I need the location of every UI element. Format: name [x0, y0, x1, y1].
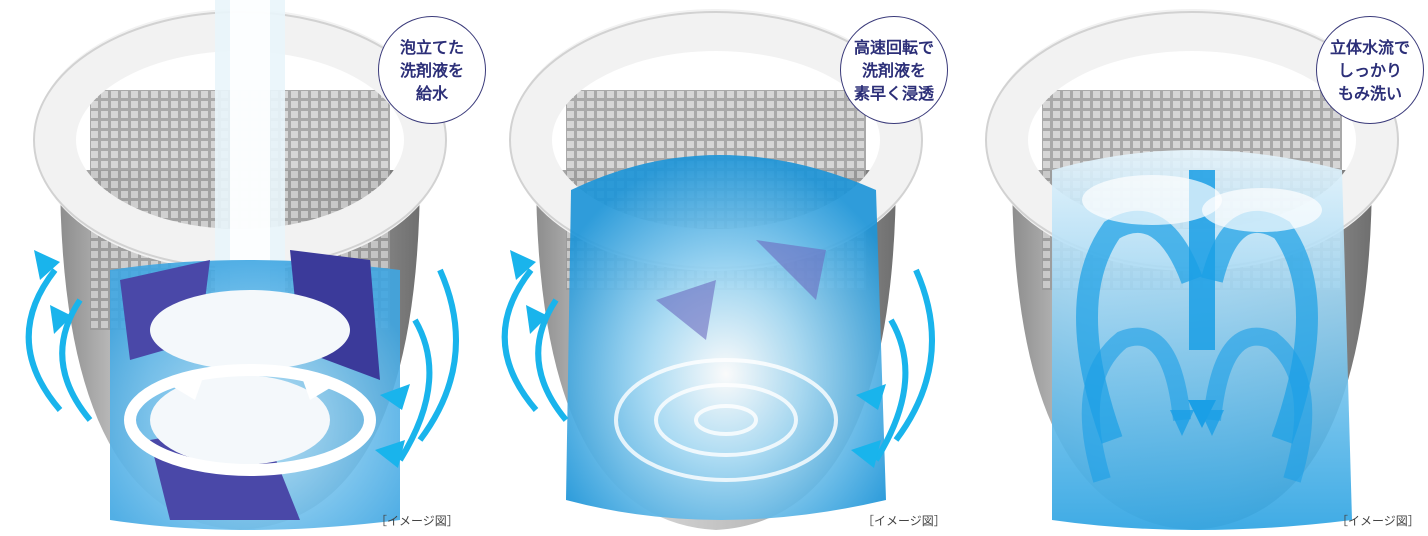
panel-foam-supply: 泡立てた 洗剤液を 給水 ［イメージ図］: [0, 0, 486, 536]
badge-line: 泡立てた: [399, 37, 464, 57]
drum-illustration-waterflow: [985, 9, 1399, 530]
image-caption: ［イメージ図］: [1336, 514, 1420, 528]
badge-line: 給水: [415, 83, 448, 103]
badge-line: しっかり: [1337, 60, 1402, 80]
badge-line: 立体水流で: [1329, 37, 1410, 57]
panel-high-speed-rotation: 高速回転で 洗剤液を 素早く浸透 ［イメージ図］: [476, 0, 952, 536]
drum-illustration-foam: [25, 0, 459, 530]
badge-line: もみ洗い: [1337, 83, 1402, 103]
feature-badge-foam: 泡立てた 洗剤液を 給水: [378, 16, 486, 124]
feature-badge-waterflow: 立体水流で しっかり もみ洗い: [1316, 16, 1424, 124]
image-caption: ［イメージ図］: [862, 514, 946, 528]
badge-line: 洗剤液を: [861, 60, 926, 80]
drum-illustration-rotation: [501, 9, 935, 530]
badge-line: 素早く浸透: [853, 83, 934, 103]
badge-line: 洗剤液を: [399, 60, 464, 80]
panel-3d-water-flow: 立体水流で しっかり もみ洗い ［イメージ図］: [952, 0, 1428, 536]
badge-line: 高速回転で: [853, 37, 934, 57]
feature-badge-rotation: 高速回転で 洗剤液を 素早く浸透: [840, 16, 948, 124]
image-caption: ［イメージ図］: [375, 514, 459, 528]
